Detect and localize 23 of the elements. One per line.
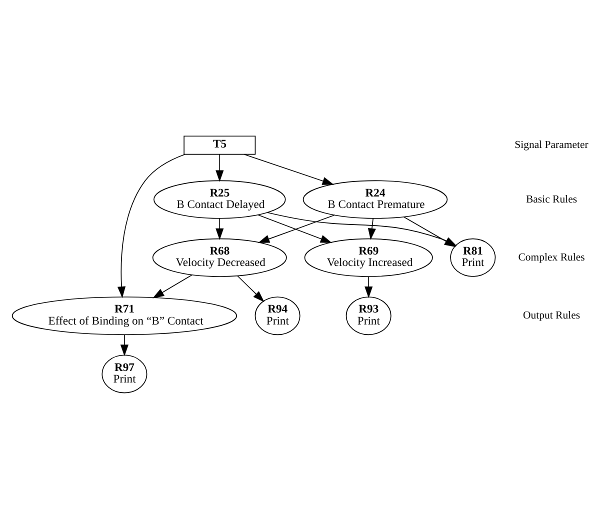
arrow: [117, 154, 186, 298]
arrow: [216, 154, 224, 182]
label: Complex Rules: [518, 251, 585, 264]
arrow: [216, 218, 224, 240]
node-ellipse: R68 Velocity Decreased: [152, 238, 287, 277]
arrow: [244, 154, 334, 185]
node-ellipse: R97 Print: [102, 354, 148, 394]
label: Basic Rules: [526, 193, 578, 206]
arrow: [368, 218, 376, 240]
arrow: [364, 276, 373, 298]
node-ellipse: R25 B Contact Delayed: [154, 180, 286, 219]
arrow: [236, 275, 264, 302]
node-ellipse: R93 Print: [346, 296, 392, 336]
arrow: [152, 274, 193, 298]
node-ellipse: R94 Print: [254, 296, 300, 336]
node-ellipse: R69 Velocity Increased: [304, 238, 433, 277]
label: Output Rules: [522, 310, 580, 322]
node-ellipse: R71 Effect of Binding on “B” Contact: [12, 296, 238, 336]
node-ellipse: R81 Print: [450, 238, 496, 277]
label: Signal Parameter: [514, 139, 588, 152]
arrow: [120, 334, 129, 356]
node-ellipse: R24 B Contact Premature: [302, 180, 448, 219]
node-box: T5: [184, 136, 256, 155]
